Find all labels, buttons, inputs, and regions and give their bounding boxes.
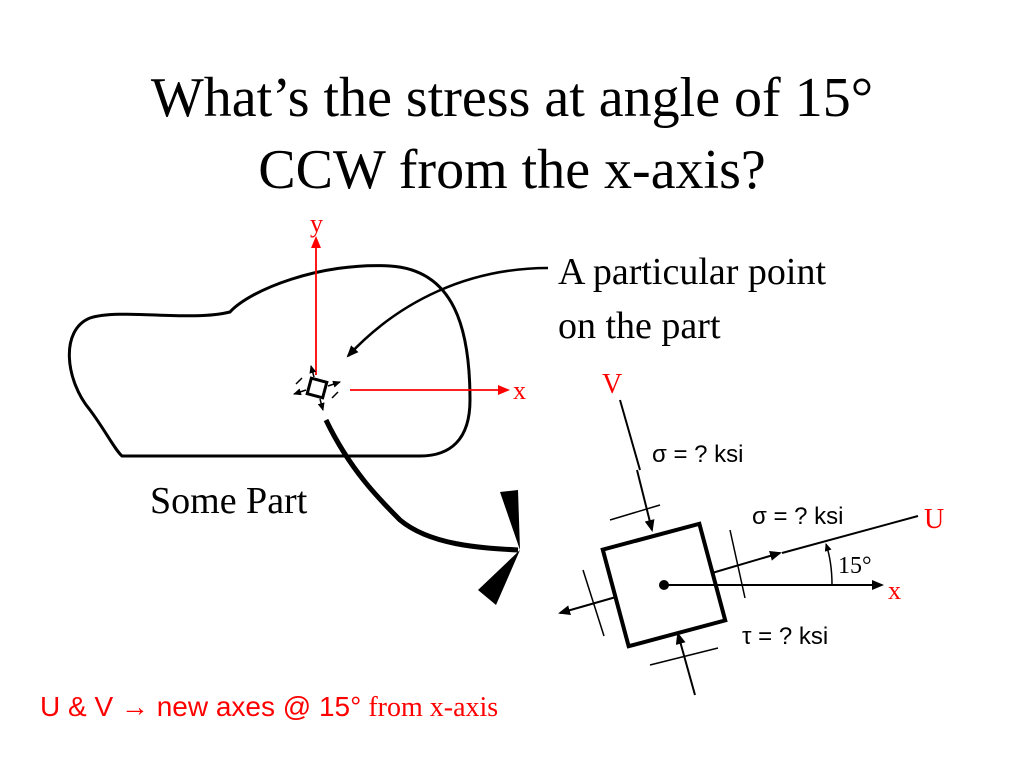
part-outline [67, 264, 472, 458]
element-x-axis-label: x [888, 576, 901, 605]
point-annotation-line-2: on the part [558, 305, 721, 347]
tau-label: τ = ? ksi [742, 623, 828, 650]
sigma-v-label: σ = ? ksi [652, 441, 744, 468]
x-axis-label: x [513, 376, 526, 405]
footer-sans-part: U & V → new axes @ 15° [40, 691, 361, 722]
sigma-v-bottom-arrow [675, 632, 696, 696]
y-axis-label: y [310, 209, 323, 238]
point-annotation-line-1: A particular point [558, 251, 826, 293]
angle-arc [824, 543, 833, 586]
sigma-u-right-arrow [711, 551, 782, 574]
shear-left-arrow [582, 569, 605, 637]
title-line-1: What’s the stress at angle of 15° [150, 67, 874, 129]
shear-bottom-arrow [649, 647, 719, 666]
shear-right-arrow [729, 529, 746, 599]
angle-label: 15° [838, 553, 872, 579]
point-callout-arrow [346, 266, 549, 358]
shear-top-arrow [609, 504, 661, 521]
part-name-label: Some Part [150, 480, 308, 522]
zoom-arrow [323, 418, 520, 605]
title-line-2: CCW from the x-axis? [258, 139, 766, 201]
small-stress-element [293, 365, 341, 411]
sigma-v-top-arrow [636, 469, 655, 532]
u-axis-line [781, 515, 919, 554]
footer-serif-part: from x-axis [361, 692, 498, 723]
slide-title: What’s the stress at angle of 15° CCW fr… [0, 62, 1024, 206]
sigma-u-left-arrow [558, 596, 617, 616]
v-axis-line [619, 399, 641, 471]
sigma-u-label: σ = ? ksi [752, 503, 844, 530]
u-axis-label: U [924, 504, 944, 535]
footer-note: U & V → new axes @ 15° from x-axis [40, 691, 498, 723]
v-axis-label: V [602, 369, 622, 400]
